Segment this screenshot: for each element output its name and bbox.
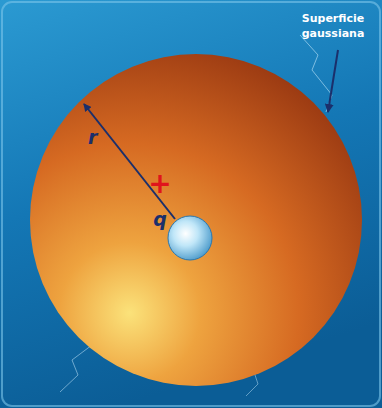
gaussian-surface: r+q: [30, 54, 362, 386]
frame: [2, 2, 380, 406]
charge-sign: +: [148, 170, 171, 198]
leader-arrow: [328, 50, 338, 112]
gaussian-sphere: [30, 54, 362, 386]
point-charge: +q: [138, 162, 182, 206]
radius-label: r: [88, 128, 97, 147]
radius-arrow: [84, 104, 175, 219]
charge-sphere: [168, 216, 212, 260]
spark: [60, 345, 92, 392]
charge-label: q: [153, 210, 167, 229]
surface-label: Superficie gaussiana: [290, 12, 376, 42]
